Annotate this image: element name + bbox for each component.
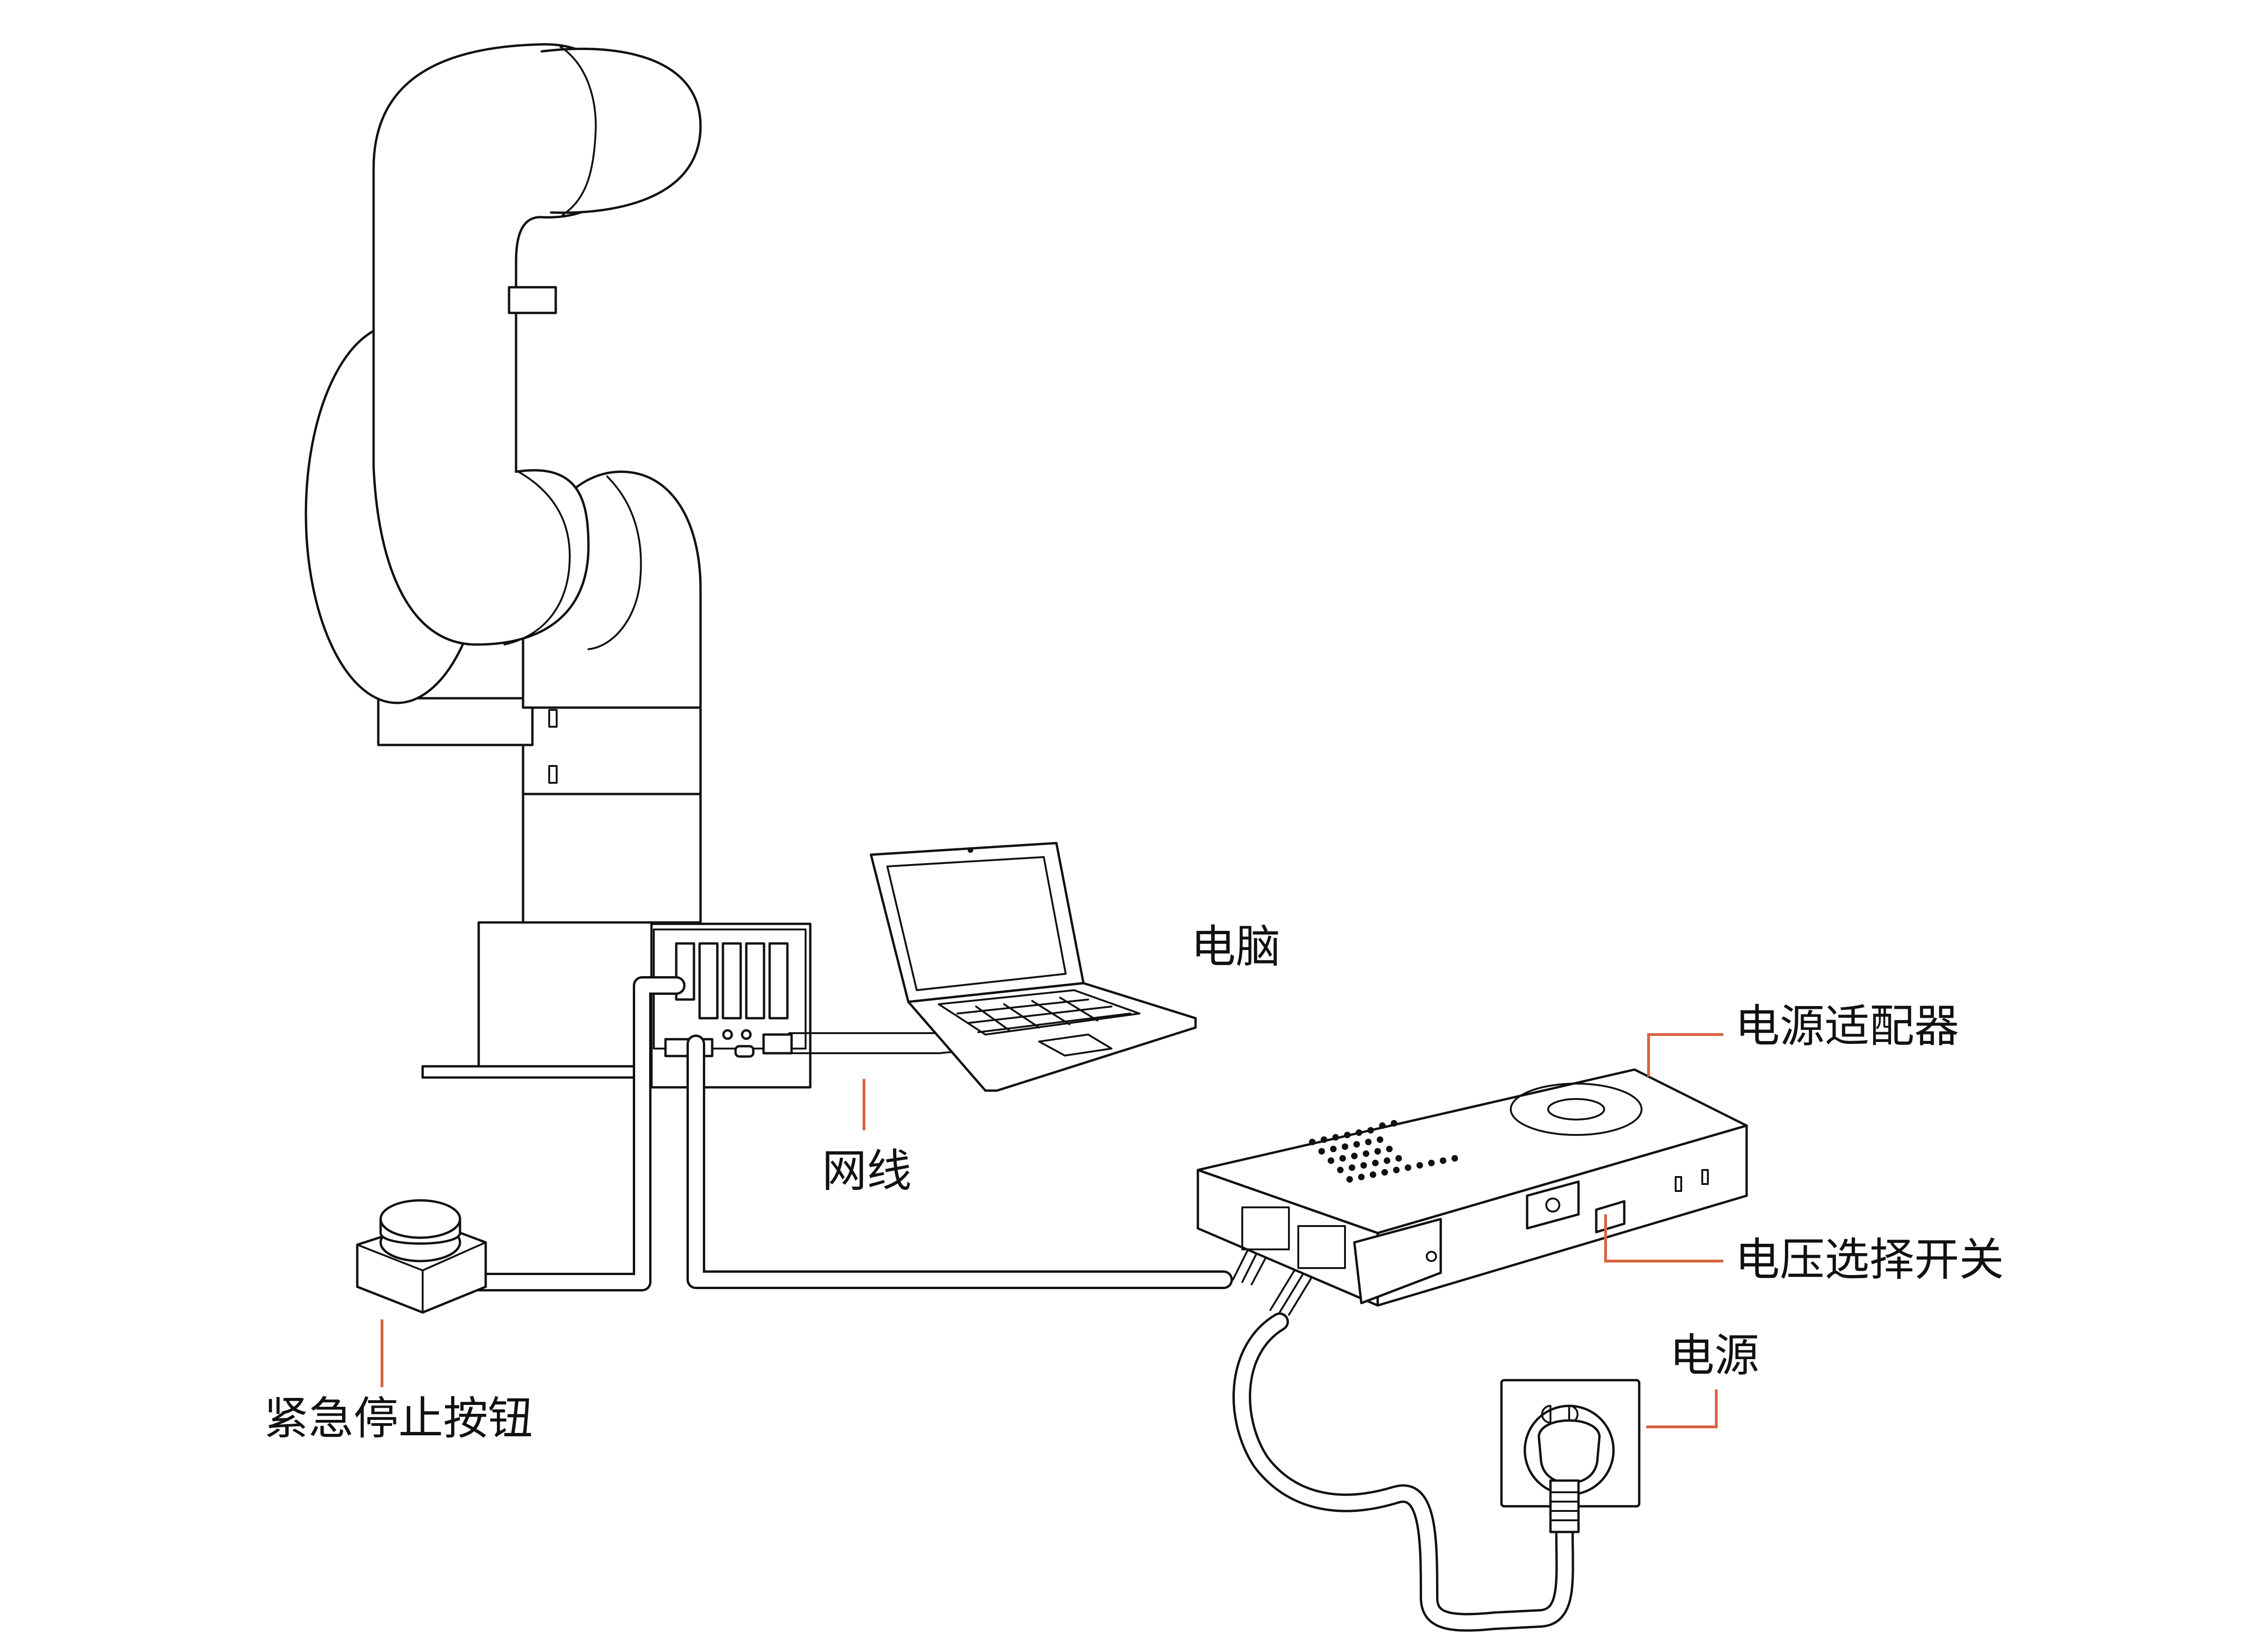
- power-adapter-icon: [1196, 1068, 1748, 1307]
- label-computer: 电脑: [1191, 921, 1281, 973]
- label-power-adapter: 电源适配器: [1735, 1000, 1959, 1052]
- wall-socket-icon: [1500, 1379, 1641, 1533]
- control-box: [650, 922, 812, 1089]
- label-voltage-switch: 电压选择开关: [1735, 1234, 2004, 1286]
- laptop-icon: [870, 842, 1197, 1092]
- label-power-source: 电源: [1670, 1329, 1759, 1382]
- robot-arm-icon: [304, 43, 807, 1079]
- leader-lines: [381, 1033, 1723, 1428]
- emergency-stop-button-icon: [356, 1199, 487, 1314]
- label-network-cable: 网线: [822, 1145, 912, 1197]
- label-emergency-stop: 紧急停止按钮: [264, 1392, 533, 1445]
- cables: [446, 976, 1574, 1632]
